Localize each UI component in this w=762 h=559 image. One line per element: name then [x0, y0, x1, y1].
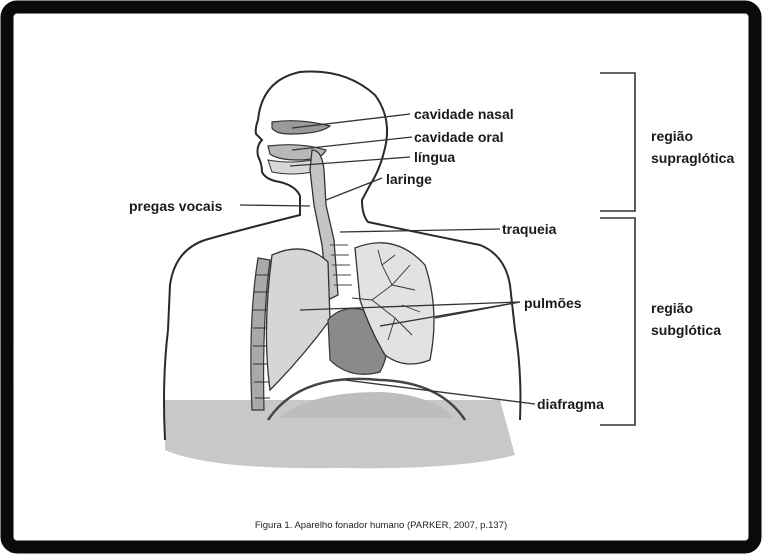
figure-caption: Figura 1. Aparelho fonador humano (PARKE…	[255, 520, 507, 531]
label-subglottic-line1: região	[651, 300, 693, 316]
label-nasal-cavity: cavidade nasal	[414, 106, 514, 122]
label-trachea: traqueia	[502, 221, 557, 237]
label-supraglottic-line1: região	[651, 128, 693, 144]
label-tongue: língua	[414, 149, 455, 165]
tongue-shape	[268, 160, 312, 174]
label-vocal-folds: pregas vocais	[129, 198, 223, 214]
label-supraglottic-line2: supraglótica	[651, 150, 734, 166]
label-larynx: laringe	[386, 171, 432, 187]
label-oral-cavity: cavidade oral	[414, 129, 504, 145]
label-lungs: pulmões	[524, 295, 582, 311]
label-subglottic-line2: subglótica	[651, 322, 721, 338]
label-diaphragm: diafragma	[537, 396, 604, 412]
